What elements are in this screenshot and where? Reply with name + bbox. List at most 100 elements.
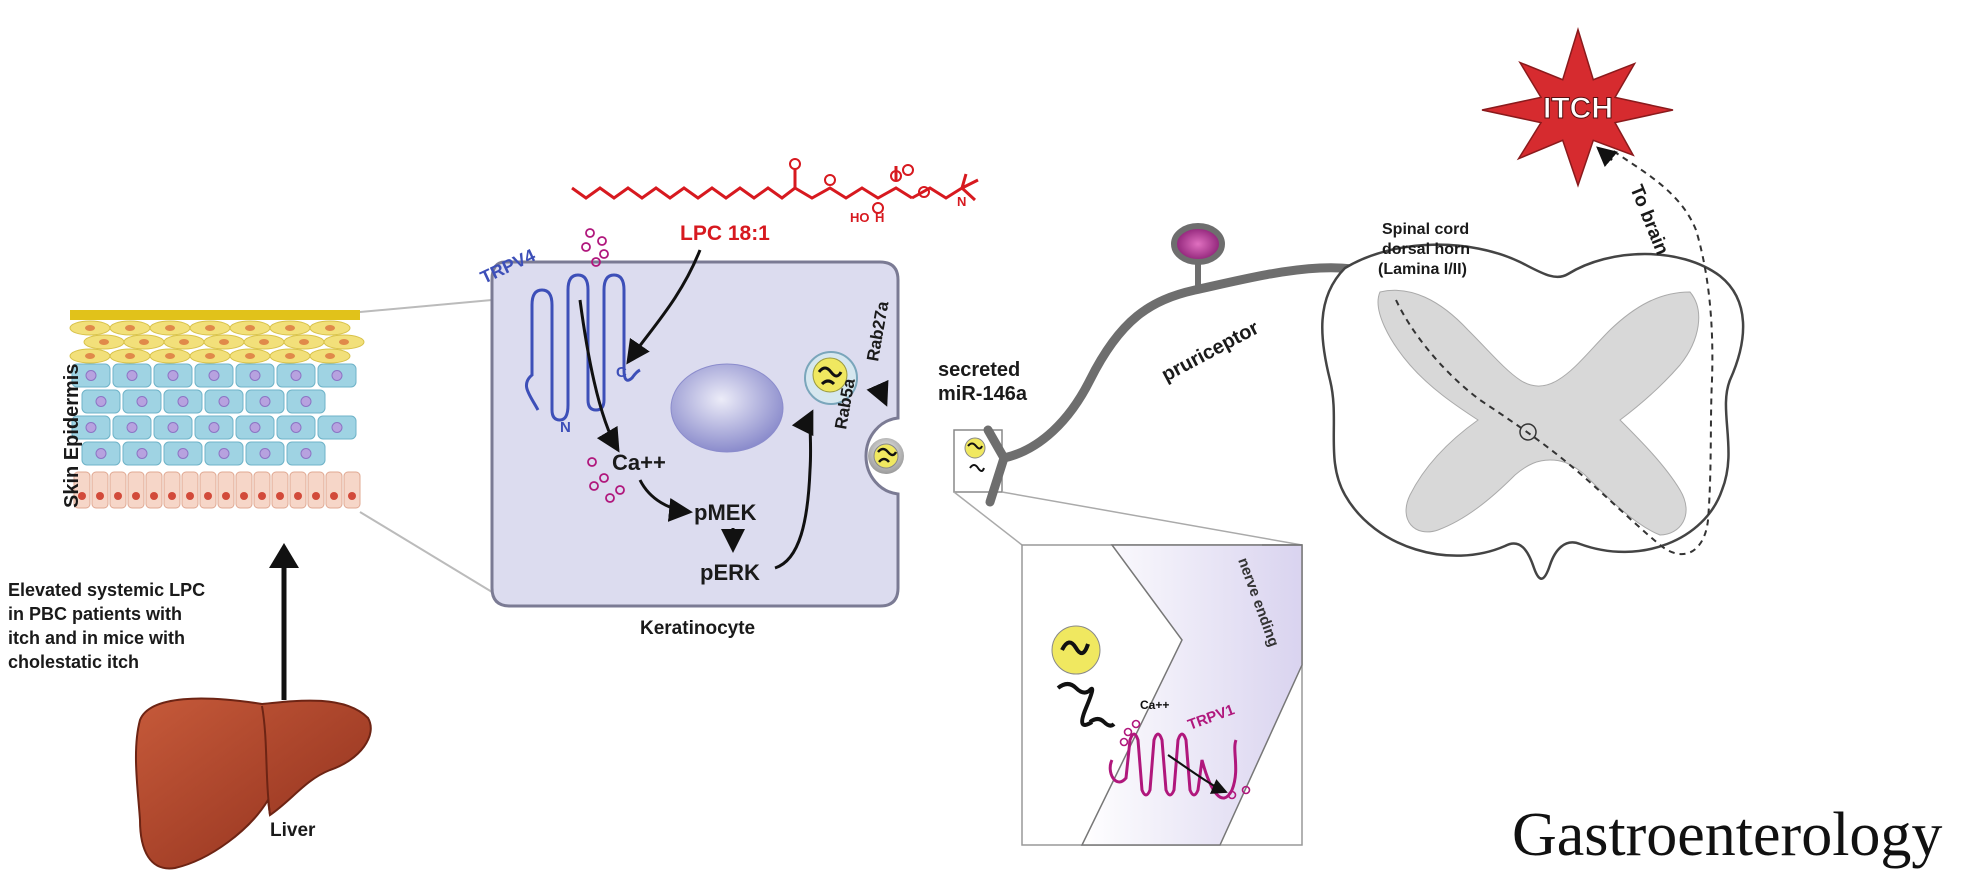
pmek-label: pMEK bbox=[694, 500, 756, 525]
calcium-label: Ca++ bbox=[612, 450, 666, 475]
secreted-label-line-2: miR-146a bbox=[938, 383, 1028, 405]
granular-nucleus bbox=[205, 325, 215, 331]
liver-note-line-3: itch and in mice with bbox=[8, 628, 185, 648]
granular-nucleus bbox=[285, 353, 295, 359]
calcium-ion bbox=[1123, 727, 1133, 737]
granular-nucleus bbox=[245, 353, 255, 359]
calcium-ion bbox=[581, 242, 591, 252]
basal-nucleus bbox=[114, 492, 122, 500]
granular-nucleus bbox=[125, 325, 135, 331]
spinous-nucleus bbox=[331, 422, 343, 433]
calcium-to-pmek-arrow bbox=[638, 479, 693, 522]
n-terminus-label: N bbox=[560, 419, 571, 436]
spinous-nucleus bbox=[300, 396, 312, 407]
basal-cell bbox=[271, 471, 289, 509]
spinous-nucleus bbox=[290, 422, 302, 433]
spinous-nucleus bbox=[126, 422, 138, 433]
basal-nucleus bbox=[222, 492, 230, 500]
basal-cell bbox=[163, 471, 181, 509]
liver-note: Elevated systemic LPC in PBC patients wi… bbox=[8, 580, 205, 672]
calcium-ion bbox=[599, 249, 609, 259]
basal-nucleus bbox=[204, 492, 212, 500]
spinous-nucleus bbox=[95, 448, 107, 459]
journal-name: Gastroenterology bbox=[1512, 801, 1943, 869]
dorsal-root-ganglion-body bbox=[1171, 223, 1225, 265]
basal-nucleus bbox=[240, 492, 248, 500]
molecule-ho-label: HO bbox=[850, 210, 870, 225]
calcium-ion bbox=[585, 228, 595, 238]
spinous-nucleus bbox=[331, 370, 343, 381]
basal-cell bbox=[343, 471, 361, 509]
spinous-nucleus bbox=[218, 396, 230, 407]
basal-cell bbox=[145, 471, 163, 509]
calcium-ion bbox=[1131, 719, 1141, 729]
molecule-h-label: H bbox=[875, 210, 884, 225]
liver-icon bbox=[134, 697, 372, 870]
basal-nucleus bbox=[258, 492, 266, 500]
zoom-line-bottom bbox=[359, 511, 493, 593]
zoom-line-right bbox=[1001, 491, 1303, 546]
calcium-influx-arrow bbox=[1167, 754, 1228, 794]
nerve-terminal bbox=[983, 425, 1009, 507]
basal-nucleus bbox=[150, 492, 158, 500]
spinous-nucleus bbox=[259, 396, 271, 407]
liver-note-line-4: cholestatic itch bbox=[8, 652, 139, 672]
spinous-nucleus bbox=[167, 422, 179, 433]
gray-matter bbox=[1377, 289, 1700, 536]
granular-nucleus bbox=[339, 339, 349, 345]
basal-nucleus bbox=[294, 492, 302, 500]
granular-nucleus bbox=[205, 353, 215, 359]
granular-nucleus bbox=[85, 353, 95, 359]
granular-nucleus bbox=[179, 339, 189, 345]
spinous-nucleus bbox=[136, 396, 148, 407]
pruriceptor-label: pruriceptor bbox=[1158, 317, 1263, 387]
basal-nucleus bbox=[78, 492, 86, 500]
granular-nucleus bbox=[245, 325, 255, 331]
basal-cell bbox=[307, 471, 325, 509]
itch-burst bbox=[1481, 27, 1674, 188]
trpv4-channel bbox=[525, 273, 641, 422]
perk-to-vesicle-arrow bbox=[774, 409, 814, 570]
basal-cell bbox=[253, 471, 271, 509]
granular-nucleus bbox=[139, 339, 149, 345]
rab27a-arrow bbox=[866, 379, 889, 407]
zoom-line-left bbox=[953, 491, 1023, 546]
itch-label: ITCH bbox=[1543, 92, 1613, 125]
to-brain-label: To brain bbox=[1625, 182, 1672, 258]
lpc-to-trpv4-arrow bbox=[626, 249, 702, 365]
basal-cell bbox=[289, 471, 307, 509]
spinous-nucleus bbox=[208, 422, 220, 433]
secreted-label-line-1: secreted bbox=[938, 359, 1020, 381]
granular-nucleus bbox=[259, 339, 269, 345]
basal-cell bbox=[127, 471, 145, 509]
spinous-nucleus bbox=[95, 396, 107, 407]
spinous-nucleus bbox=[249, 370, 261, 381]
basal-cell bbox=[181, 471, 199, 509]
calcium-ion bbox=[1119, 737, 1129, 747]
calcium-ion bbox=[1241, 785, 1251, 795]
spinous-nucleus bbox=[259, 448, 271, 459]
molecule-n-label: N bbox=[957, 194, 966, 209]
basal-nucleus bbox=[186, 492, 194, 500]
exosome-vesicle bbox=[804, 351, 858, 405]
liver-note-line-2: in PBC patients with bbox=[8, 604, 182, 624]
skin-epidermis-block bbox=[69, 299, 493, 593]
spinous-nucleus bbox=[136, 448, 148, 459]
calcium-ion bbox=[591, 257, 601, 267]
spinous-nucleus bbox=[218, 448, 230, 459]
spinous-nucleus bbox=[249, 422, 261, 433]
basal-nucleus bbox=[348, 492, 356, 500]
liver-note-line-1: Elevated systemic LPC bbox=[8, 580, 205, 600]
basal-cell bbox=[73, 471, 91, 509]
spinous-nucleus bbox=[208, 370, 220, 381]
basal-nucleus bbox=[96, 492, 104, 500]
lpc-label: LPC 18:1 bbox=[680, 222, 770, 245]
basal-nucleus bbox=[312, 492, 320, 500]
granular-nucleus bbox=[325, 325, 335, 331]
calcium-ion bbox=[589, 481, 599, 491]
nerve-ending-inset: nerve ending Ca++ TRPV1 bbox=[1021, 544, 1303, 846]
nucleus bbox=[670, 363, 784, 453]
granular-nucleus bbox=[99, 339, 109, 345]
calcium-ion bbox=[587, 457, 597, 467]
